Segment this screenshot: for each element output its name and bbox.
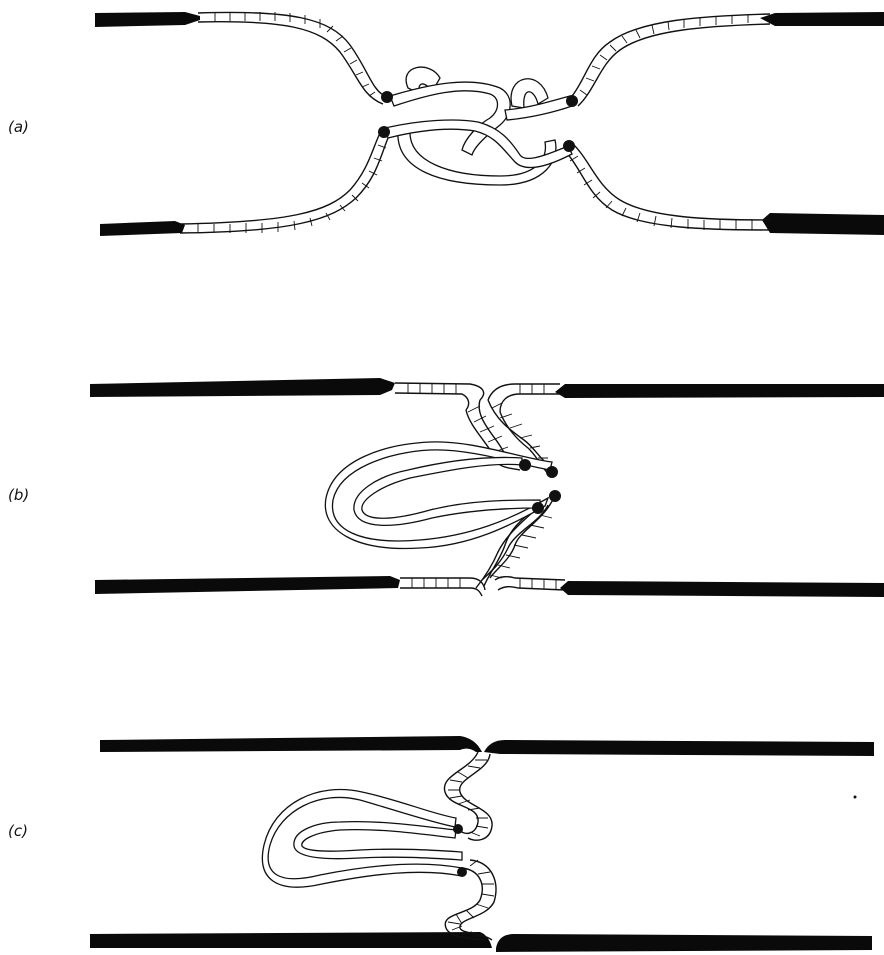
panel-c: (c) xyxy=(8,736,874,952)
panel-b-wall-top-right xyxy=(555,384,884,398)
panel-a: (a) xyxy=(8,12,884,236)
panel-a-ring-bottom-right xyxy=(563,140,575,152)
panel-c-hairpin-outer xyxy=(262,790,462,888)
panel-b-wall-top-left xyxy=(90,378,395,397)
panel-c-ring-1 xyxy=(453,824,463,834)
panel-b-label: (b) xyxy=(8,486,29,504)
panel-c-strand-bottom-outer xyxy=(445,868,484,940)
panel-c-hairpin-inner xyxy=(294,822,462,860)
panel-a-label: (a) xyxy=(8,118,29,136)
panel-b-ring-1 xyxy=(519,459,531,471)
panel-b-ring-4 xyxy=(532,502,544,514)
panel-b-wall-bottom-right xyxy=(560,581,884,597)
panel-a-cells-top-left xyxy=(215,12,375,96)
panel-a-ring-top-right xyxy=(566,95,578,107)
panel-c-wall-top-right xyxy=(484,740,874,756)
panel-a-ring-bottom-left xyxy=(378,126,390,138)
panel-a-cells-bottom-left xyxy=(198,145,386,233)
panel-b-ring-3 xyxy=(549,490,561,502)
panel-a-segment-bottom-right-inner xyxy=(566,152,770,230)
panel-b-hairpin-inner xyxy=(354,458,540,526)
panel-b-segment-top-inner xyxy=(395,393,560,412)
panel-b-segment-bottom-inner xyxy=(400,587,565,596)
panel-a-segment-bottom-left-inner xyxy=(180,138,388,233)
panel-a-wall-bottom-left xyxy=(100,221,185,236)
panel-b: (b) xyxy=(8,378,884,597)
panel-a-segment-top-left-outer xyxy=(198,12,385,96)
panel-b-ring-2 xyxy=(546,466,558,478)
panel-b-wall-bottom-left xyxy=(95,576,400,594)
panel-a-wall-bottom-right xyxy=(762,213,884,235)
panel-c-wall-bottom-right xyxy=(496,934,872,952)
panel-c-stray-dot xyxy=(854,796,857,799)
panel-a-segment-top-left-inner xyxy=(198,22,383,104)
panel-c-wall-top-left xyxy=(100,736,482,752)
panel-a-wall-top-left xyxy=(95,12,200,27)
panel-a-segment-top-right-inner xyxy=(578,24,770,106)
panel-a-wall-top-right xyxy=(760,12,884,26)
panel-a-segment-top-right-outer xyxy=(572,14,770,96)
panel-c-ring-2 xyxy=(457,867,467,877)
panel-a-segment-bottom-right-outer xyxy=(572,143,770,220)
panel-c-wall-bottom-left xyxy=(90,932,492,948)
panel-a-segment-bottom-left-outer xyxy=(180,133,380,224)
panel-c-label: (c) xyxy=(8,822,28,840)
panel-a-ring-top-left xyxy=(381,91,393,103)
